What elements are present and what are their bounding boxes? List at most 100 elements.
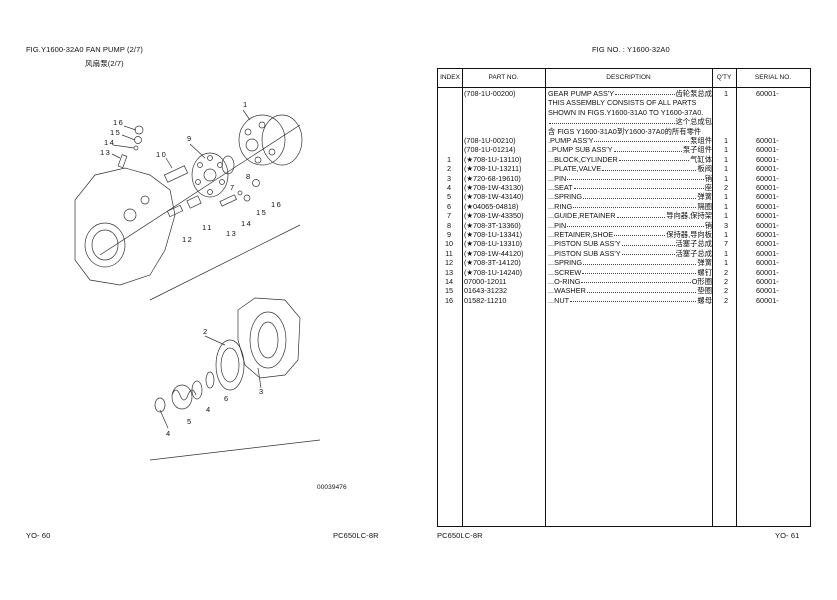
description-text: ...WASHER	[548, 286, 586, 296]
index-cell: 6	[446, 201, 452, 211]
serial-no-cell: 60001-	[756, 239, 779, 249]
description-text: ...GUIDE,RETAINER	[548, 211, 616, 221]
description-text: ...SEAT	[548, 183, 573, 192]
index-cell: 14	[444, 277, 454, 286]
part-no-cell: 01643-31232	[464, 286, 508, 296]
table-row: 这个总成包	[438, 117, 810, 126]
part-no-cell: (708-1U-00210)	[464, 136, 516, 145]
callout-11: 11	[202, 223, 213, 232]
index-cell: 12	[444, 258, 454, 268]
index-cell: 2	[446, 164, 452, 174]
description-text: ...PIN	[548, 173, 567, 183]
description-text: ...PLATE,VALVE	[548, 164, 602, 174]
serial-no-cell: 60001-	[756, 183, 779, 192]
figure-title: FIG.Y1600-32A0 FAN PUMP (2/7)	[26, 45, 143, 54]
part-no-cell: (★708-1U-14240)	[464, 267, 523, 277]
qty-cell: 1	[723, 192, 729, 202]
qty-cell: 1	[723, 258, 729, 268]
description-chinese: 螺钉	[697, 267, 712, 277]
dot-leader	[567, 174, 704, 180]
dot-leader	[570, 296, 697, 303]
qty-cell: 2	[723, 295, 729, 305]
callout-16b: 16	[271, 200, 283, 209]
index-cell: 3	[446, 173, 452, 183]
part-no-cell: (★708-1U-13211)	[464, 164, 522, 174]
left-model: PC650LC-8R	[333, 531, 379, 540]
callout-1: 1	[243, 100, 249, 109]
description-chinese: 齿轮泵总成	[675, 89, 712, 98]
part-no-cell: (★708-1W-43140)	[464, 192, 524, 202]
description-text: ...O-RING	[548, 277, 581, 286]
serial-no-cell: 60001-	[756, 211, 779, 221]
description-text: ...SPRING	[548, 258, 583, 268]
callout-14: 14	[104, 138, 116, 147]
serial-no-cell: 60001-	[756, 192, 779, 202]
description-text: ...SCREW	[548, 267, 582, 277]
header-serial-no: SERIAL NO.	[754, 74, 792, 81]
qty-cell: 1	[723, 248, 729, 258]
serial-no-cell: 60001-	[756, 145, 779, 155]
figure-subtitle: 风扇泵(2/7)	[85, 59, 124, 68]
description-chinese: 垫圈	[697, 286, 712, 296]
callout-2: 2	[203, 327, 209, 336]
description-chinese: 座	[704, 183, 712, 192]
callout-4: 4	[206, 405, 212, 414]
description-chinese: 气缸体	[690, 154, 712, 164]
index-cell: 5	[446, 192, 452, 202]
table-row: SHOWN IN FIGS.Y1600-31A0 TO Y1600-37A0.	[438, 108, 810, 117]
description-cell: 这个总成包	[548, 117, 712, 126]
dot-leader	[614, 230, 666, 237]
qty-cell: 1	[723, 211, 729, 221]
description-chinese: 销	[704, 220, 712, 230]
part-no-cell: 07000-12011	[464, 277, 507, 286]
callout-15: 15	[110, 128, 122, 137]
callout-3: 3	[259, 387, 265, 396]
description-chinese: 导向器,保持架	[666, 211, 712, 221]
callout-14b: 14	[241, 219, 253, 228]
index-cell: 15	[444, 286, 454, 296]
qty-cell: 1	[723, 173, 729, 183]
description-text: ...RING	[548, 201, 573, 211]
part-no-cell: (★708-1U-13110)	[464, 154, 522, 164]
callout-10: 10	[156, 150, 168, 159]
dot-leader	[583, 258, 697, 265]
serial-no-cell: 60001-	[756, 89, 779, 98]
dot-leader	[613, 145, 682, 152]
part-no-cell: (★04065-04818)	[464, 201, 519, 211]
description-cell: 含 FIGS Y1600-31A0到Y1600-37A0的所有零件	[548, 127, 712, 136]
description-text: ...BLOCK,CYLINDER	[548, 154, 618, 164]
callout-13b: 13	[226, 229, 238, 238]
description-chinese: 螺母	[697, 295, 712, 305]
table-row: 含 FIGS Y1600-31A0到Y1600-37A0的所有零件	[438, 127, 810, 136]
callout-6: 6	[224, 394, 230, 403]
dot-leader	[582, 268, 697, 274]
serial-no-cell: 60001-	[756, 258, 779, 268]
description-cell: ...WASHER 垫圈	[548, 286, 712, 295]
index-cell: 7	[446, 211, 452, 221]
index-cell: 13	[444, 267, 454, 277]
part-no-cell: (★708-1W-43350)	[464, 211, 524, 221]
header-index: INDEX	[440, 74, 460, 81]
part-no-cell: (★708-1W-44120)	[464, 248, 524, 258]
qty-cell: 1	[723, 145, 729, 155]
diagram-id: 00039476	[317, 484, 347, 491]
fig-no: FIG NO. : Y1600-32A0	[592, 45, 670, 54]
callout-8: 8	[246, 172, 252, 181]
description-chinese: 泵组件	[690, 136, 712, 145]
dot-leader	[586, 286, 697, 293]
callout-15b: 15	[256, 208, 268, 217]
description-chinese: 这个总成包	[675, 117, 712, 127]
dot-leader	[621, 249, 675, 256]
qty-cell: 1	[723, 154, 729, 164]
